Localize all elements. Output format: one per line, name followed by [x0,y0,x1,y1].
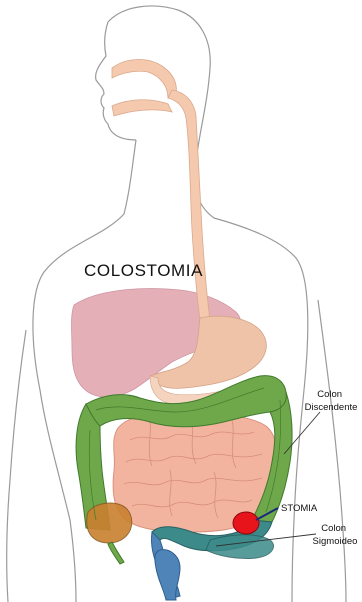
stoma-marker [233,512,259,534]
right-arm-line [7,330,26,602]
label-colon-descendente-line2: Discendente [305,402,358,413]
cecum [87,503,132,543]
label-colon-sigmoideo-line2: Sigmoideo [313,536,358,547]
digestive-tract-upper [112,60,210,321]
left-arm-line [318,300,346,602]
label-stomia: STOMIA [281,503,318,514]
rectum-wide [155,550,180,600]
esophagus [168,90,210,320]
label-colon-sigmoideo-line1: Colon [321,523,346,534]
sigmoid-loop [206,535,274,559]
label-colon-descendente-line1: Colon [317,389,342,400]
face-profile [96,22,136,140]
appendix [108,542,124,564]
nasal-cavity [112,60,176,99]
oral-cavity [112,100,172,116]
label-colon-sigmoideo: Colon Sigmoideo [313,523,358,547]
diagram-title: COLOSTOMIA [84,261,203,280]
